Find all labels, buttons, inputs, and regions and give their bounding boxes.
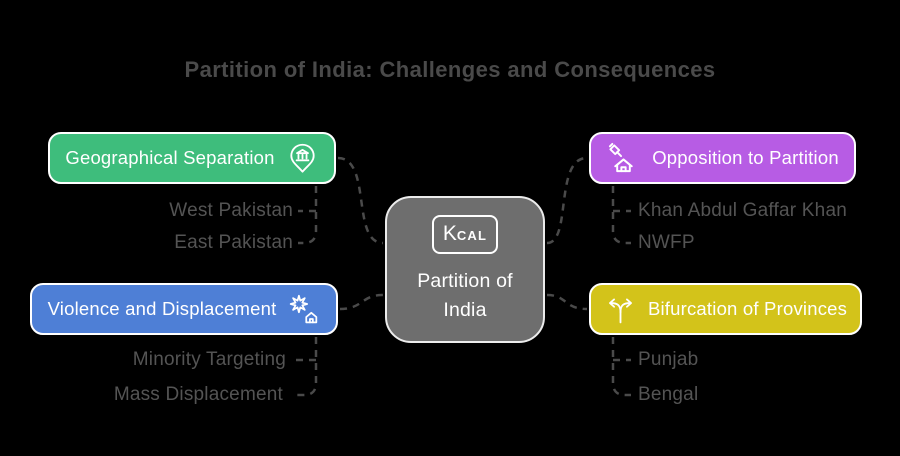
split-arrows-icon: [604, 293, 637, 326]
child-punjab[interactable]: Punjab: [638, 349, 699, 370]
diagram-title: Partition of India: Challenges and Conse…: [184, 57, 716, 82]
connector-center-to-yellow: [546, 293, 588, 311]
kcal-logo-k: K: [442, 221, 457, 245]
center-label-line1: Partition of: [417, 269, 513, 292]
child-mass-displacement[interactable]: Mass Displacement: [113, 384, 283, 405]
node-bifurcation-of-provinces[interactable]: Bifurcation of Provinces: [589, 283, 862, 335]
branch-purple-children-line: [611, 186, 631, 245]
connector-green-to-center: [337, 156, 384, 245]
kcal-logo-cal: CAL: [456, 227, 488, 243]
child-east-pakistan[interactable]: East Pakistan: [174, 232, 293, 253]
node-violence-and-displacement[interactable]: Violence and Displacement: [30, 283, 338, 335]
branch-blue-children-line: [294, 337, 318, 397]
child-khan-abdul-gaffar-khan[interactable]: Khan Abdul Gaffar Khan: [638, 200, 847, 221]
node-geographical-separation[interactable]: Geographical Separation: [48, 132, 336, 184]
branch-green-children-line: [298, 186, 318, 245]
node-opposition-to-partition[interactable]: Opposition to Partition: [589, 132, 856, 184]
node-label: Bifurcation of Provinces: [647, 298, 848, 319]
connector-blue-to-center: [339, 293, 384, 311]
child-nwfp[interactable]: NWFP: [638, 232, 695, 253]
child-minority-targeting[interactable]: Minority Targeting: [132, 349, 286, 370]
branch-yellow-children-line: [611, 337, 631, 397]
child-west-pakistan[interactable]: West Pakistan: [169, 200, 293, 221]
node-label: Opposition to Partition: [652, 147, 839, 168]
node-label: Geographical Separation: [65, 147, 275, 168]
house-paintbrush-icon: [606, 141, 641, 176]
center-label-line2: India: [443, 298, 487, 321]
child-bengal[interactable]: Bengal: [638, 384, 699, 405]
house-explosion-icon: [287, 293, 320, 326]
center-node-label: Partition of India: [417, 267, 513, 325]
landmark-pin-icon: [286, 142, 319, 175]
node-label: Violence and Displacement: [47, 298, 277, 319]
connector-center-to-purple: [546, 156, 588, 245]
